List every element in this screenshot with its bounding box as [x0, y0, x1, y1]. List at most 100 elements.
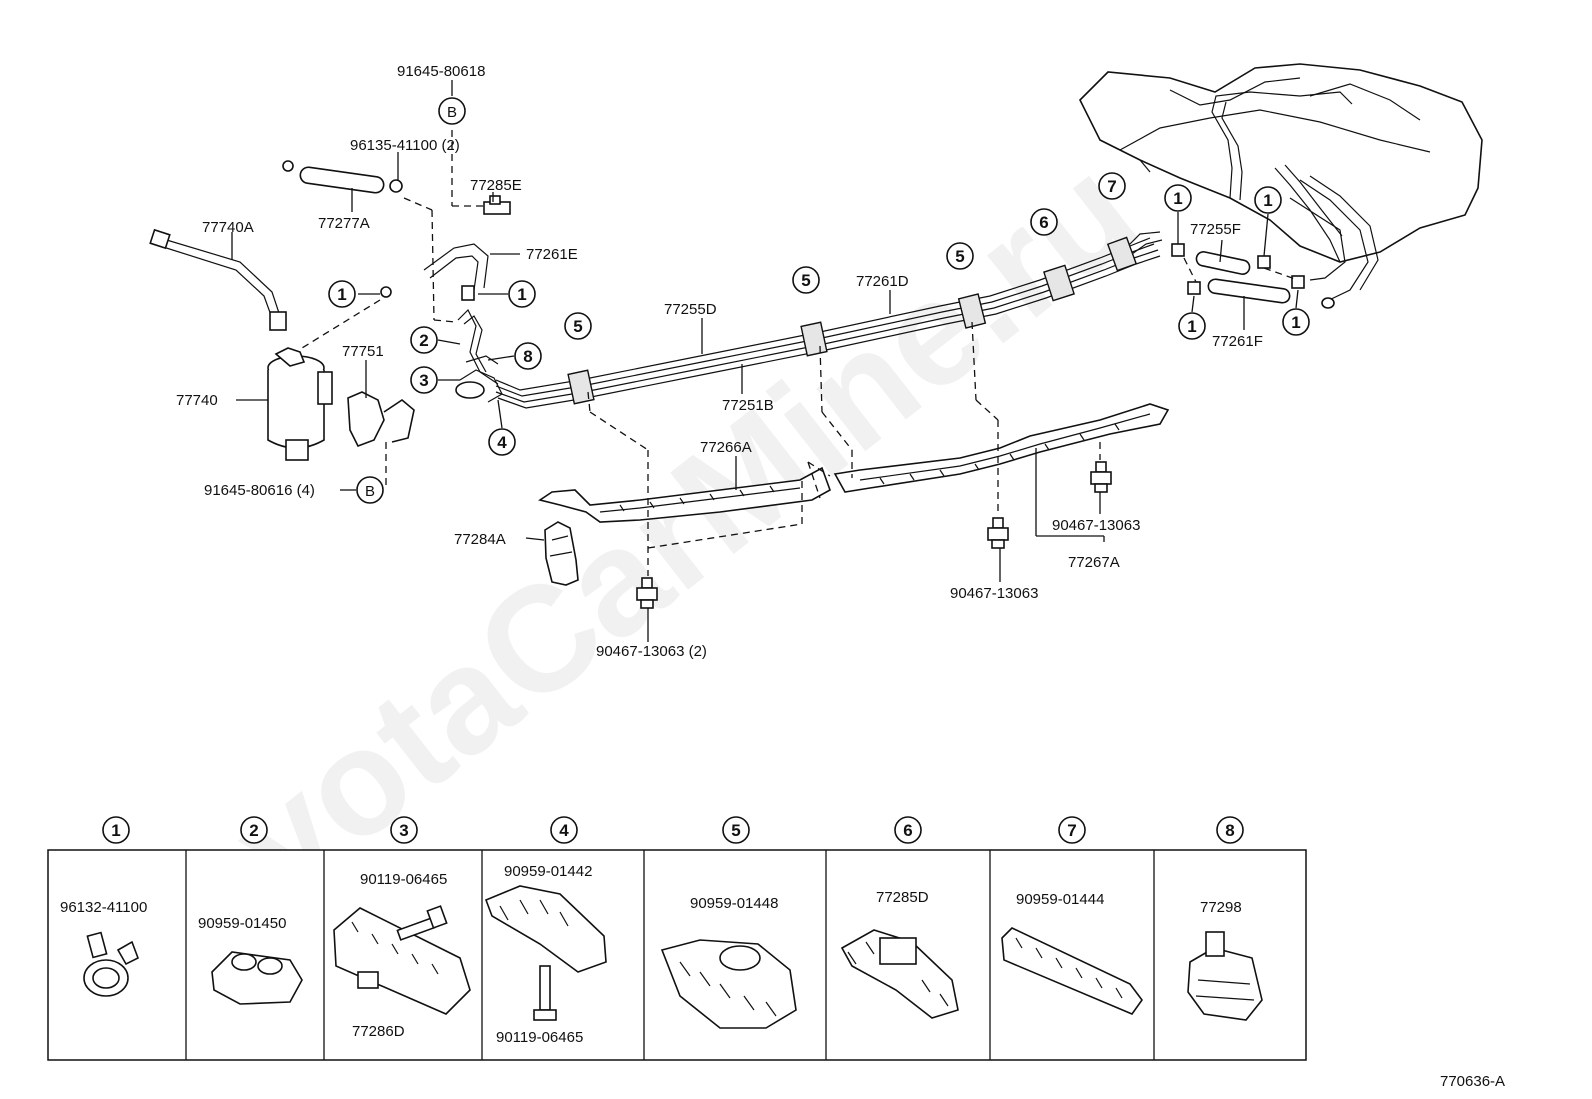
label-77261f: 77261F [1212, 333, 1263, 350]
bolt-90467-13063-mid [987, 517, 1009, 549]
svg-text:B: B [365, 483, 375, 500]
callout-1-a: 1 [328, 280, 356, 308]
legend-num-2: 2 [240, 816, 268, 844]
label-96135-41100: 96135-41100 (2) [350, 137, 460, 154]
legend-4-clamp-icon [484, 885, 607, 1021]
legend-num-5: 5 [722, 816, 750, 844]
callout-2: 2 [410, 326, 438, 354]
bolt-90467-13063-rear [1090, 461, 1112, 493]
svg-text:3: 3 [399, 821, 408, 840]
label-77740a: 77740A [202, 219, 254, 236]
legend-8-part: 77298 [1200, 899, 1242, 916]
label-77284a: 77284A [454, 531, 506, 548]
svg-text:5: 5 [573, 317, 582, 336]
canister-77740 [267, 347, 333, 461]
svg-text:7: 7 [1107, 177, 1116, 196]
callout-3: 3 [410, 366, 438, 394]
callout-6: 6 [1030, 208, 1058, 236]
label-77255d: 77255D [664, 301, 717, 318]
svg-text:1: 1 [1187, 317, 1196, 336]
callout-1-d: 1 [1254, 186, 1282, 214]
legend-1-part: 96132-41100 [60, 899, 147, 916]
svg-text:5: 5 [731, 821, 740, 840]
label-77740: 77740 [176, 392, 218, 409]
legend-2-clip-icon [211, 951, 303, 1005]
legend-num-7: 7 [1058, 816, 1086, 844]
bracket-77284a [544, 521, 579, 586]
hose-77261e [423, 243, 489, 291]
legend-8-clip-icon [1187, 931, 1263, 1021]
label-90467-13063-2: 90467-13063 (2) [596, 643, 707, 660]
callout-4: 4 [488, 428, 516, 456]
clip-right-4 [1291, 275, 1305, 289]
callout-5-b: 5 [792, 266, 820, 294]
clip-right-3 [1187, 281, 1201, 295]
svg-text:1: 1 [1263, 191, 1272, 210]
legend-6-clip-icon [840, 929, 959, 1019]
svg-text:4: 4 [559, 821, 569, 840]
legend-num-1: 1 [102, 816, 130, 844]
callout-5-c: 5 [946, 242, 974, 270]
label-90467-13063-rear: 90467-13063 [1052, 517, 1140, 534]
callout-7: 7 [1098, 172, 1126, 200]
svg-text:2: 2 [249, 821, 258, 840]
label-77267a: 77267A [1068, 554, 1120, 571]
svg-text:6: 6 [1039, 213, 1048, 232]
legend-2-part: 90959-01450 [198, 915, 286, 932]
svg-text:3: 3 [419, 371, 428, 390]
ref-circle-b-top: B [438, 97, 466, 125]
legend-num-6: 6 [894, 816, 922, 844]
tube-77740a [149, 228, 287, 331]
fuel-tank-illustration [1079, 63, 1483, 309]
label-77751: 77751 [342, 343, 384, 360]
label-77255f: 77255F [1190, 221, 1241, 238]
svg-text:2: 2 [419, 331, 428, 350]
hose-77261f [1207, 278, 1291, 304]
label-91645-80616: 91645-80616 (4) [204, 482, 315, 499]
legend-7-clamp-icon [1001, 927, 1143, 1015]
fuel-tube-protector-rear [833, 403, 1170, 493]
hose-77277a [282, 160, 403, 194]
callout-1-f: 1 [1282, 308, 1310, 336]
callout-1-b: 1 [508, 280, 536, 308]
callouts: 1 1 2 3 8 4 5 5 5 6 7 1 1 1 1 [328, 172, 1310, 456]
label-77251b: 77251B [722, 397, 774, 414]
label-77266a: 77266A [700, 439, 752, 456]
hose-77255f [1195, 251, 1251, 275]
drawing-code: 770636-A [1440, 1073, 1505, 1090]
clip-right-1 [1171, 243, 1185, 257]
leader-lines [231, 80, 1299, 642]
ref-circle-b-bottom: B [356, 476, 384, 504]
legend-num-3: 3 [390, 816, 418, 844]
clip-left-1 [380, 286, 392, 298]
svg-text:6: 6 [903, 821, 912, 840]
legend-3-clamp-icon [333, 905, 471, 1015]
svg-text:1: 1 [517, 285, 526, 304]
callout-1-c: 1 [1164, 184, 1192, 212]
legend-num-8: 8 [1216, 816, 1244, 844]
svg-text:8: 8 [1225, 821, 1234, 840]
svg-text:1: 1 [1291, 313, 1300, 332]
legend-7-part: 90959-01444 [1016, 891, 1104, 908]
legend-4-clamp-part: 90959-01442 [504, 863, 592, 880]
svg-text:4: 4 [497, 433, 507, 452]
svg-text:5: 5 [955, 247, 964, 266]
callout-5-a: 5 [564, 312, 592, 340]
clip-left-2 [461, 285, 475, 301]
svg-text:5: 5 [801, 271, 810, 290]
svg-text:7: 7 [1067, 821, 1076, 840]
fuel-line-bundle [495, 231, 1163, 409]
legend-3-clamp-part: 77286D [352, 1023, 405, 1040]
label-77277a: 77277A [318, 215, 370, 232]
bolt-90467-13063-front [636, 577, 658, 609]
clip-77285e [483, 195, 511, 215]
reference-lines [301, 130, 1299, 576]
svg-text:8: 8 [523, 347, 532, 366]
legend-num-4: 4 [550, 816, 578, 844]
legend-6-part: 77285D [876, 889, 929, 906]
callout-1-e: 1 [1178, 312, 1206, 340]
fuel-tube-protector-front [538, 466, 831, 523]
label-90467-13063-mid: 90467-13063 [950, 585, 1038, 602]
label-77261d: 77261D [856, 273, 909, 290]
